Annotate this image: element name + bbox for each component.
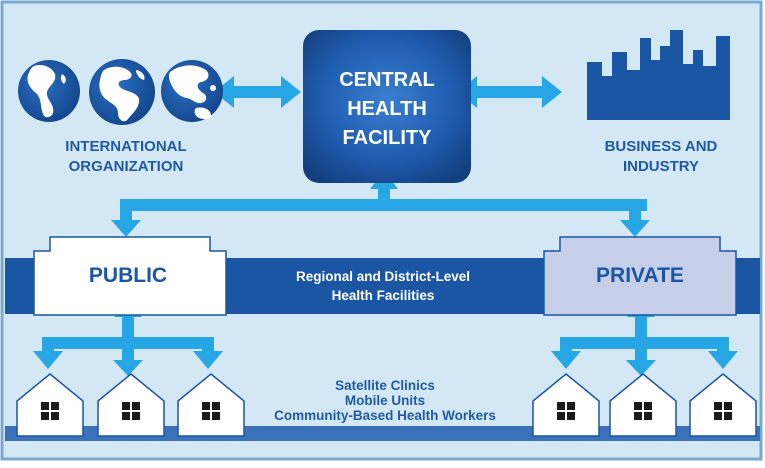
window-icon (557, 402, 575, 420)
factory-skyline-icon (587, 30, 730, 120)
private-label: PRIVATE (596, 264, 684, 287)
satellite-house-icon (689, 373, 757, 437)
arrow-central-horizontal (120, 199, 647, 211)
arrow-private-left-head (551, 351, 581, 369)
community-label-1: Satellite Clinics (335, 378, 435, 393)
arrow-to-private-head (620, 220, 650, 237)
arrow-public-right-head (193, 351, 223, 369)
window-icon (122, 402, 140, 420)
international-label-1: INTERNATIONAL (65, 138, 186, 155)
community-label-2: Mobile Units (345, 393, 425, 408)
window-icon (41, 402, 59, 420)
arrow-left-shaft (230, 86, 285, 98)
arrow-public-left-head (33, 351, 63, 369)
globe-africa-icon (89, 59, 155, 125)
public-facility: PUBLIC (33, 236, 227, 316)
window-icon (714, 402, 732, 420)
international-label-2: ORGANIZATION (69, 158, 184, 175)
satellite-house-icon (177, 373, 245, 437)
central-label-3: FACILITY (343, 127, 433, 149)
arrow-private-right-head (708, 351, 738, 369)
window-icon (202, 402, 220, 420)
public-label: PUBLIC (89, 264, 167, 287)
central-health-facility: CENTRAL HEALTH FACILITY (303, 30, 471, 183)
central-label-1: CENTRAL (339, 69, 435, 91)
connection-arrows (33, 76, 738, 376)
arrow-private-mid-head (626, 360, 656, 376)
central-label-2: HEALTH (347, 98, 427, 120)
globe-americas-icon (18, 60, 80, 122)
satellite-house-icon (609, 373, 677, 437)
regional-label-2: Health Facilities (332, 288, 435, 303)
arrow-left-head-east (281, 76, 301, 108)
public-house-shape (33, 236, 227, 316)
arrow-public-left-stem (42, 343, 54, 353)
central-box (303, 30, 471, 183)
satellite-houses (16, 373, 757, 437)
globe-icon (18, 59, 223, 125)
arrow-private-left-stem (560, 343, 572, 353)
arrow-left-head-west (214, 76, 234, 108)
business-label-2: INDUSTRY (623, 158, 699, 175)
arrow-public-right-stem (202, 343, 214, 353)
arrow-private-horizontal (560, 337, 729, 349)
satellite-house-icon (532, 373, 600, 437)
arrow-right-shaft (474, 86, 546, 98)
arrow-to-private-stem (629, 205, 641, 222)
satellite-house-icon (97, 373, 165, 437)
globe-asia-icon (161, 60, 223, 122)
community-label-3: Community-Based Health Workers (274, 408, 496, 423)
satellite-house-icon (16, 373, 84, 437)
arrow-to-public-stem (120, 205, 132, 222)
arrow-to-public-head (111, 220, 141, 237)
window-icon (634, 402, 652, 420)
business-label-1: BUSINESS AND (605, 138, 718, 155)
private-facility: PRIVATE (543, 236, 737, 316)
regional-label-1: Regional and District-Level (296, 269, 470, 284)
arrow-public-horizontal (42, 337, 214, 349)
arrow-right-head-east (542, 76, 562, 108)
arrow-public-mid-head (113, 360, 143, 376)
arrow-private-right-stem (717, 343, 729, 353)
private-house-shape (543, 236, 737, 316)
